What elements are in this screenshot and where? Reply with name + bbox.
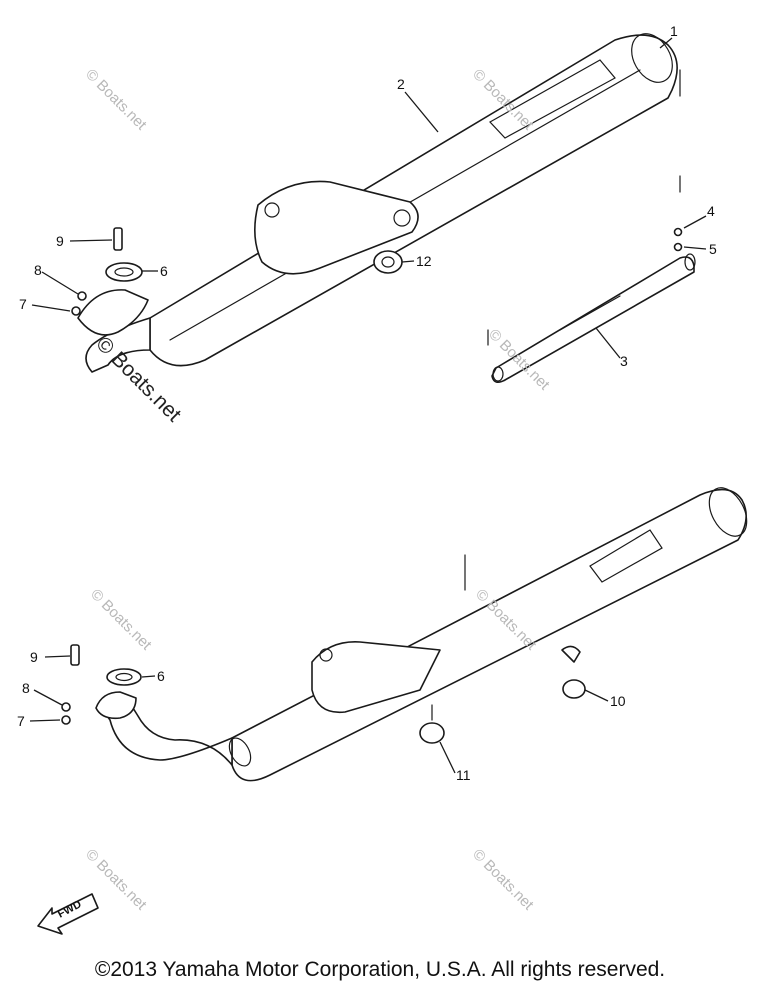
callout-3: 3	[620, 353, 628, 369]
callout-1: 1	[670, 23, 678, 39]
callout-numbers: 1 2 3 4 5 6 7 8 9 12 6 7 8 9 10 11	[17, 23, 717, 783]
upper-exhaust-flange	[77, 289, 149, 336]
upper-grommet	[373, 250, 403, 274]
callout-7-lower: 7	[17, 713, 25, 729]
callout-4: 4	[707, 203, 715, 219]
upper-bracket-hole	[264, 202, 280, 218]
callout-11: 11	[456, 767, 471, 783]
watermark-1: © Boats.net	[82, 66, 150, 134]
upper-muffler-assembly	[71, 33, 678, 373]
callout-9-lower: 9	[30, 649, 38, 665]
lower-rubber-mount	[562, 679, 586, 699]
lower-washer	[61, 702, 71, 712]
upper-muffler-end-cap	[631, 33, 673, 83]
callout-6-upper: 6	[160, 263, 168, 279]
leader-lines	[29, 37, 707, 774]
construction-lines	[431, 69, 681, 721]
lower-nut	[61, 715, 71, 725]
callout-7-upper: 7	[19, 296, 27, 312]
lower-muffler-assembly	[61, 487, 748, 782]
lower-gasket	[106, 668, 142, 686]
upper-washer	[77, 291, 87, 301]
watermark-3: © Boats.net	[485, 326, 553, 394]
tail-pipe-assembly	[491, 227, 696, 384]
callout-8-upper: 8	[34, 262, 42, 278]
lower-mount-hook	[561, 645, 581, 663]
callout-10: 10	[610, 693, 626, 709]
lower-muffler-end-cap	[708, 487, 748, 537]
callout-2: 2	[397, 76, 405, 92]
copyright-notice: ©2013 Yamaha Motor Corporation, U.S.A. A…	[94, 958, 666, 981]
upper-gasket	[105, 262, 143, 282]
callout-12: 12	[416, 253, 432, 269]
lower-damper	[419, 722, 445, 744]
exploded-parts-diagram: 1 2 3 4 5 6 7 8 9 12 6 7 8 9 10 11 © Boa…	[17, 23, 748, 935]
upper-heat-shield	[489, 59, 616, 139]
callout-9-upper: 9	[56, 233, 64, 249]
lower-heat-shield	[589, 529, 663, 583]
watermark-4: © Boats.net	[87, 586, 155, 654]
upper-mount-bracket	[254, 180, 419, 275]
tail-pipe	[491, 256, 695, 384]
watermark-7: © Boats.net	[469, 846, 537, 914]
fwd-arrow-icon: FWD	[37, 893, 99, 935]
lower-bracket-hole	[319, 648, 333, 662]
lower-exhaust-flange	[95, 691, 137, 720]
upper-nut	[71, 306, 81, 316]
tail-pipe-washer	[673, 227, 683, 237]
callout-6-lower: 6	[157, 668, 165, 684]
callout-8-lower: 8	[22, 680, 30, 696]
upper-bracket-bolt	[393, 209, 411, 227]
tail-pipe-nut	[673, 242, 683, 252]
lower-stud-bolt	[70, 644, 80, 666]
callout-5: 5	[709, 241, 717, 257]
upper-stud-bolt	[113, 227, 123, 251]
lower-muffler-body	[231, 488, 747, 782]
